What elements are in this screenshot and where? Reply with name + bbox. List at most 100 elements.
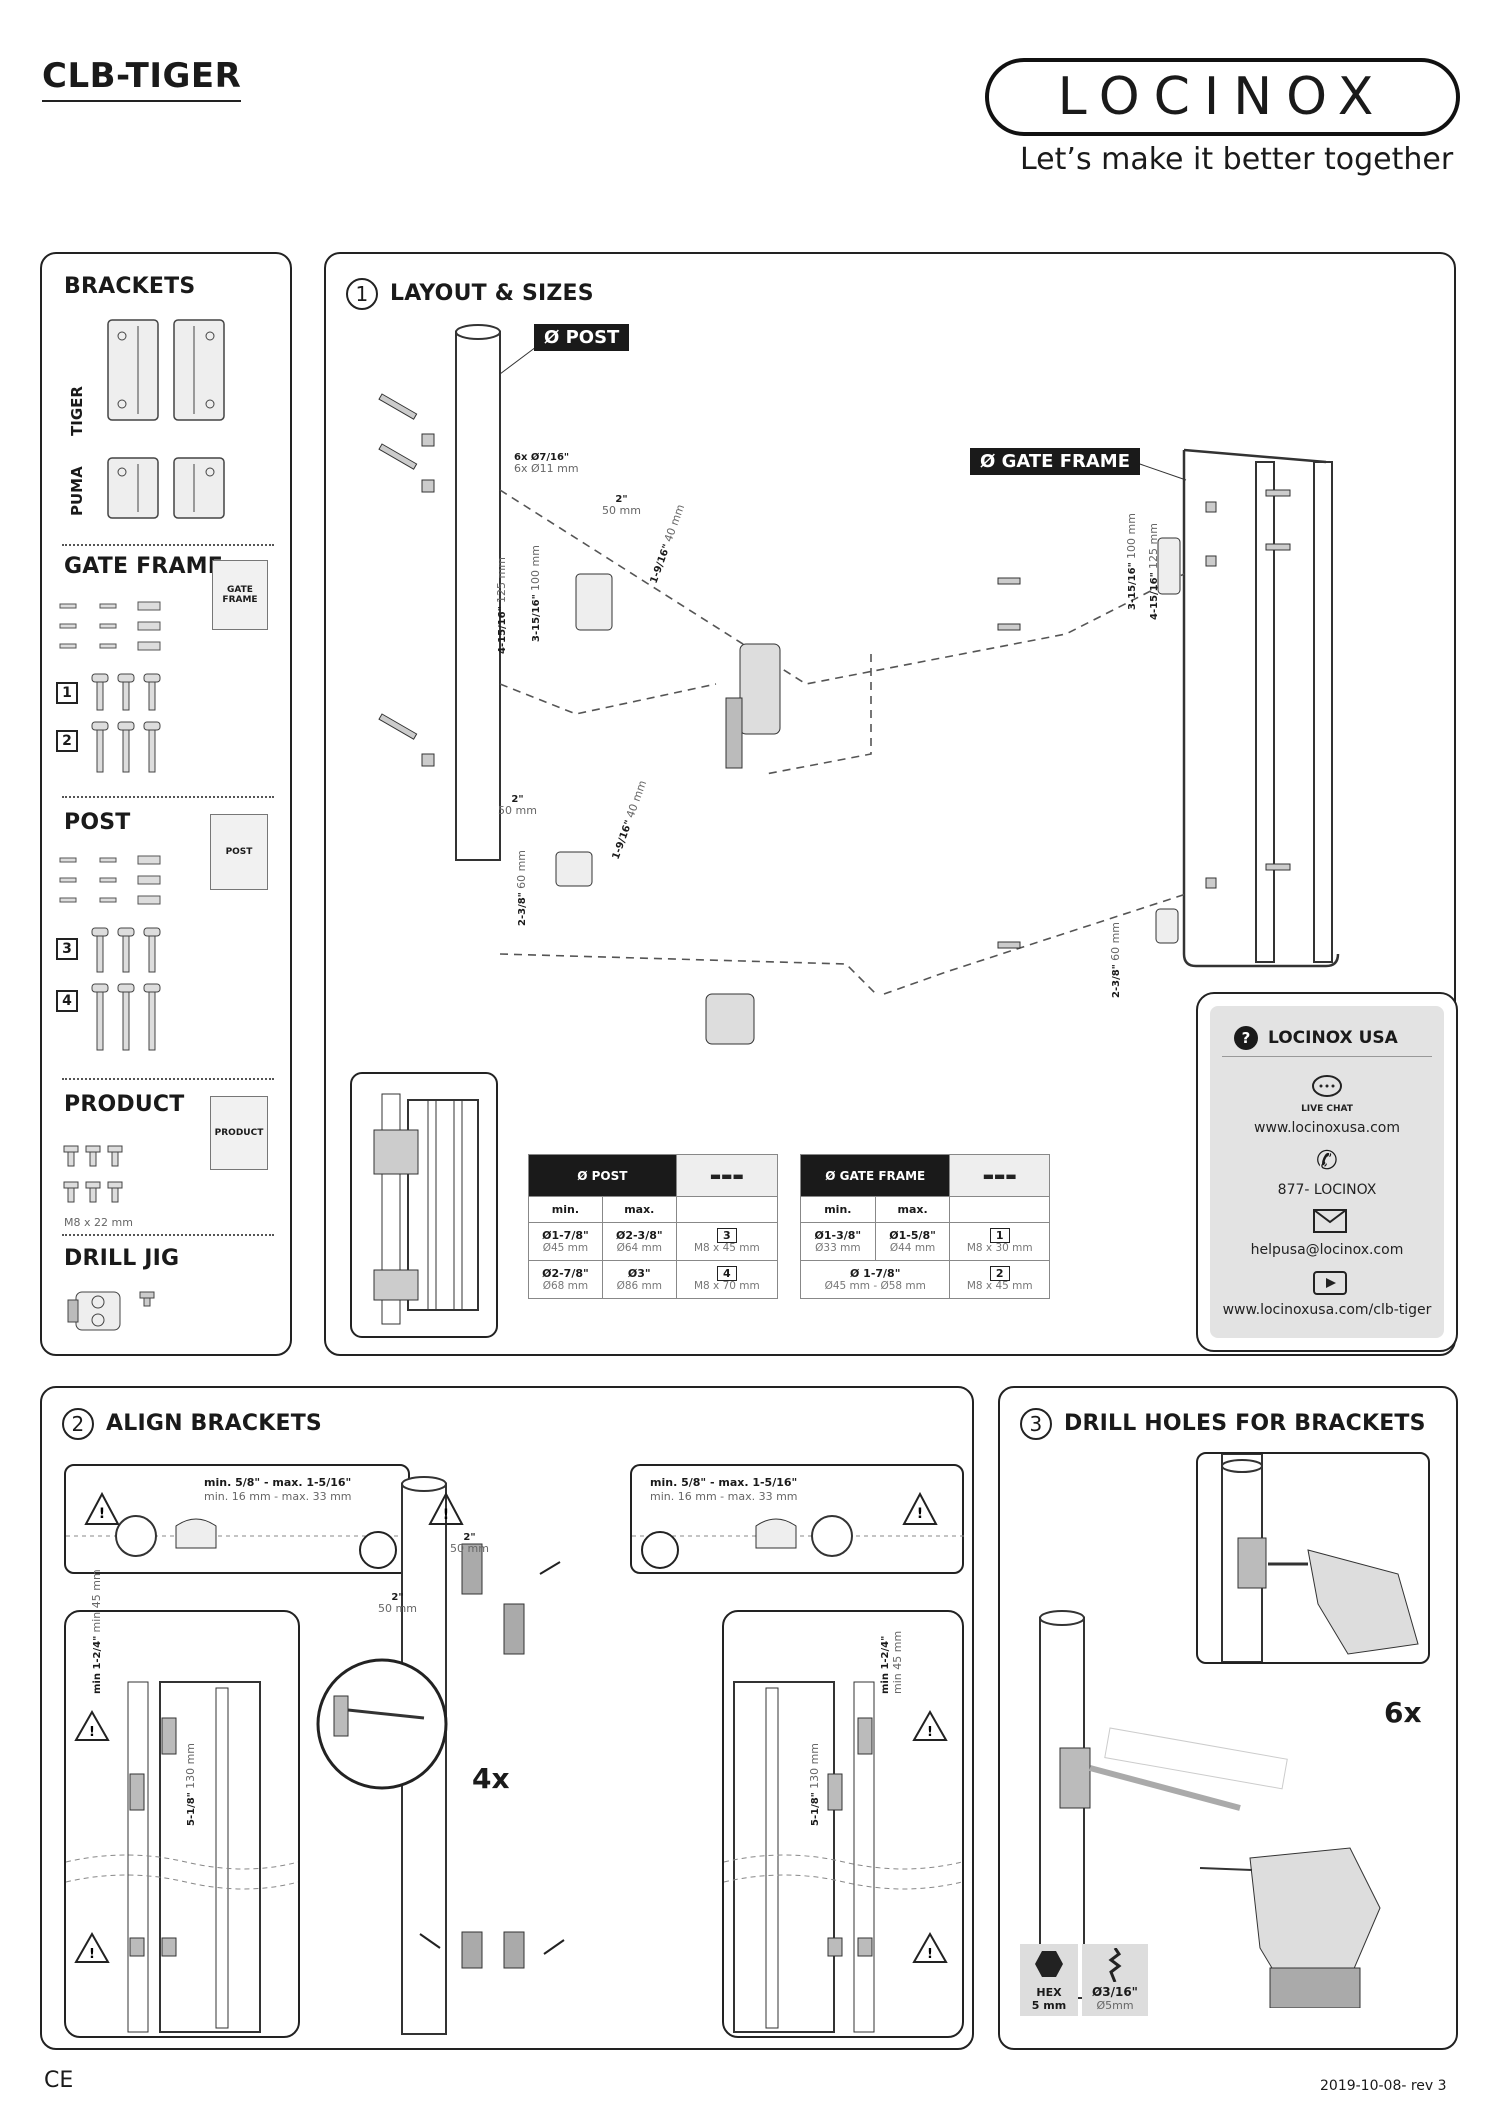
brand-name: LOCINOX [1057, 67, 1388, 127]
svg-text:!: ! [927, 1947, 933, 1962]
drill-bit-icon [1108, 1948, 1122, 1982]
svg-text:!: ! [443, 1507, 449, 1523]
d7-in: 2-3/8" [517, 892, 528, 926]
frame-r2-screw: M8 x 45 mm [966, 1280, 1033, 1292]
parts-sidebar: BRACKETS TIGER PUMA GATE FRAME GATE FRAM… [40, 252, 292, 1356]
drill-jig-drawing [67, 1291, 155, 1331]
frame-size-table: Ø GATE FRAME▬▬▬ min.max. Ø1-3/8"Ø33 mm Ø… [799, 1154, 1050, 1299]
d3-mm: 125 mm [495, 557, 508, 603]
kit-3-box: 3 [56, 938, 78, 960]
d1-in: 2" [615, 494, 628, 505]
frame-table-header: Ø GATE FRAME [799, 1154, 951, 1197]
phone-icon: ✆ [1316, 1146, 1338, 1176]
chat-label: LIVE CHAT [1301, 1104, 1353, 1114]
drill-inset [1196, 1452, 1430, 1664]
tiger-label: TIGER [68, 386, 86, 436]
separator [62, 544, 274, 546]
frame-r2-kit: 2 [989, 1266, 1010, 1281]
gate-frame-fasteners [59, 601, 161, 651]
post-r2-max-mm: Ø86 mm [616, 1280, 662, 1292]
frame-r1-min-mm: Ø33 mm [815, 1242, 861, 1254]
video-link[interactable]: www.locinoxusa.com/clb-tiger [1222, 1302, 1432, 1318]
align-left-drawing: ! ! [66, 1681, 298, 2033]
kit-1-box: 1 [56, 682, 78, 704]
d4-mm: 100 mm [529, 545, 542, 591]
gap-mm-left: min. 16 mm - max. 33 mm [204, 1490, 352, 1503]
d4-in: 3-15/16" [531, 594, 542, 642]
align-right-drawing: ! ! [724, 1681, 962, 2033]
gap-drawing-right: ! [632, 1491, 966, 1569]
post-r2-screw: M8 x 70 mm [693, 1280, 760, 1292]
gate-frame-bag: GATE FRAME [212, 560, 268, 630]
post-title: POST [64, 810, 131, 835]
gap-drawing-left: ! [66, 1491, 412, 1569]
drill-title-text: DRILL HOLES FOR BRACKETS [1064, 1411, 1426, 1436]
kit-2-bolts [91, 721, 161, 773]
revision: 2019-10-08- rev 3 [1320, 2078, 1447, 2094]
mail-icon [1313, 1209, 1347, 1233]
d5-mm: 50 mm [498, 804, 537, 817]
gap-in-right: min. 5/8" - max. 1-5/16" [650, 1476, 798, 1489]
d5-in: 2" [511, 794, 524, 805]
g1-mm: 100 mm [1125, 513, 1138, 559]
email-link[interactable]: helpusa@locinox.com [1250, 1242, 1404, 1258]
kit-4-box: 4 [56, 990, 78, 1012]
d1-mm: 50 mm [602, 504, 641, 517]
gap-in-left: min. 5/8" - max. 1-5/16" [204, 1476, 352, 1489]
post-bag: POST [210, 814, 268, 890]
c2-in: 2" [391, 1592, 404, 1603]
post-tag: Ø POST [534, 324, 630, 351]
d4-dim: 3-15/16" 100 mm [529, 545, 542, 642]
puma-bracket-drawing [107, 457, 225, 519]
g2-dim: 4-15/16" 125 mm [1147, 523, 1160, 620]
svg-text:!: ! [89, 1725, 95, 1740]
gap-mm-right: min. 16 mm - max. 33 mm [650, 1490, 798, 1503]
post-r2-min: Ø2-7/8" [542, 1267, 589, 1280]
g2-mm: 125 mm [1147, 523, 1160, 569]
d7-dim: 2-3/8" 60 mm [515, 849, 528, 926]
kit-2-box: 2 [56, 730, 78, 752]
post-r1-screw: M8 x 45 mm [693, 1242, 760, 1254]
c1-in: 2" [463, 1532, 476, 1543]
align-left-box: min 1-2/4" min 45 mm 5-1/8" 130 mm ! ! [64, 1569, 300, 2038]
gate-frame-tag: Ø GATE FRAME [970, 448, 1141, 475]
g1-dim: 3-15/16" 100 mm [1125, 513, 1138, 610]
help-icon: ? [1234, 1026, 1258, 1050]
gap-box-right: min. 5/8" - max. 1-5/16" min. 16 mm - ma… [630, 1464, 966, 1574]
holes-mm: 6x Ø11 mm [514, 462, 579, 475]
product-bag: PRODUCT [210, 1096, 268, 1170]
gap-box-left: min. 5/8" - max. 1-5/16" min. 16 mm - ma… [64, 1464, 412, 1574]
brackets-title: BRACKETS [64, 274, 196, 299]
usa-title: ? LOCINOX USA [1234, 1026, 1398, 1050]
bit-mm: Ø5mm [1096, 1999, 1134, 2012]
align-right-box: min 1-2/4" min 45 mm 5-1/8" 130 mm ! ! [722, 1610, 964, 2038]
d1-dim: 2"50 mm [602, 494, 641, 517]
frame-r1-kit: 1 [989, 1228, 1010, 1243]
post-col-max: max. [601, 1196, 677, 1223]
post-r2-min-mm: Ø68 mm [542, 1280, 589, 1292]
align-count: 4x [472, 1762, 510, 1795]
ce-mark: CE [44, 2068, 74, 2093]
svg-text:!: ! [927, 1725, 933, 1740]
gate-frame-title: GATE FRAME [64, 554, 223, 579]
website-link[interactable]: www.locinoxusa.com [1254, 1120, 1400, 1136]
phone-number[interactable]: 877- LOCINOX [1277, 1182, 1377, 1198]
post-table-header: Ø POST [528, 1154, 677, 1197]
step-number: 1 [346, 278, 378, 310]
g3-mm: 60 mm [1109, 921, 1122, 961]
d7-mm: 60 mm [515, 849, 528, 889]
hinge-inset [350, 1072, 498, 1338]
kit-3-bolts [91, 927, 161, 973]
product-title: CLB-TIGER [42, 56, 242, 102]
post-fasteners [59, 855, 161, 905]
g1-in: 3-15/16" [1127, 562, 1138, 610]
d5-dim: 2"50 mm [498, 794, 537, 817]
frame-r2-single: Ø 1-7/8" [849, 1267, 901, 1280]
product-screws [63, 1145, 123, 1203]
holes-in: 6x Ø7/16" [514, 452, 570, 463]
hex-label: HEX [1036, 1986, 1062, 1999]
drill-jig-title: DRILL JIG [64, 1246, 180, 1271]
chat-icon [1312, 1075, 1342, 1097]
